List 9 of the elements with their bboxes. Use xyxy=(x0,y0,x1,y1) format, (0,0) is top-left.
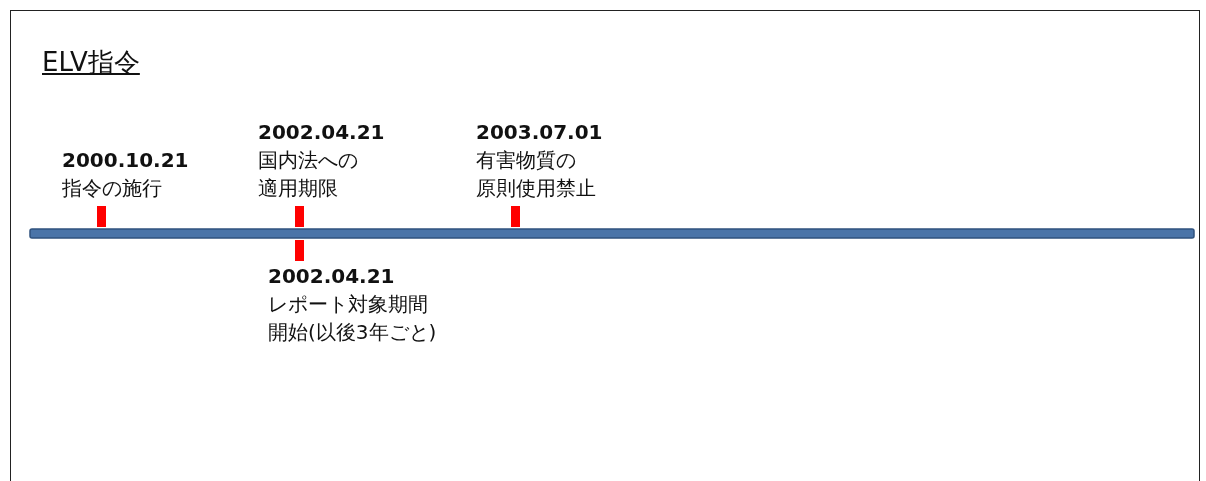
event-label: 有害物質の原則使用禁止 xyxy=(476,147,596,202)
date-label: 2000.10.21 xyxy=(62,147,189,174)
event-label: レポート対象期間開始(以後3年ごと) xyxy=(268,291,437,346)
date-label: 2002.04.21 xyxy=(258,119,385,146)
event-label: 指令の施行 xyxy=(62,175,162,202)
title: ELV指令 xyxy=(42,46,140,78)
date-label: 2003.07.01 xyxy=(476,119,603,146)
event-label: 国内法への適用期限 xyxy=(258,147,358,202)
date-label: 2002.04.21 xyxy=(268,263,395,290)
